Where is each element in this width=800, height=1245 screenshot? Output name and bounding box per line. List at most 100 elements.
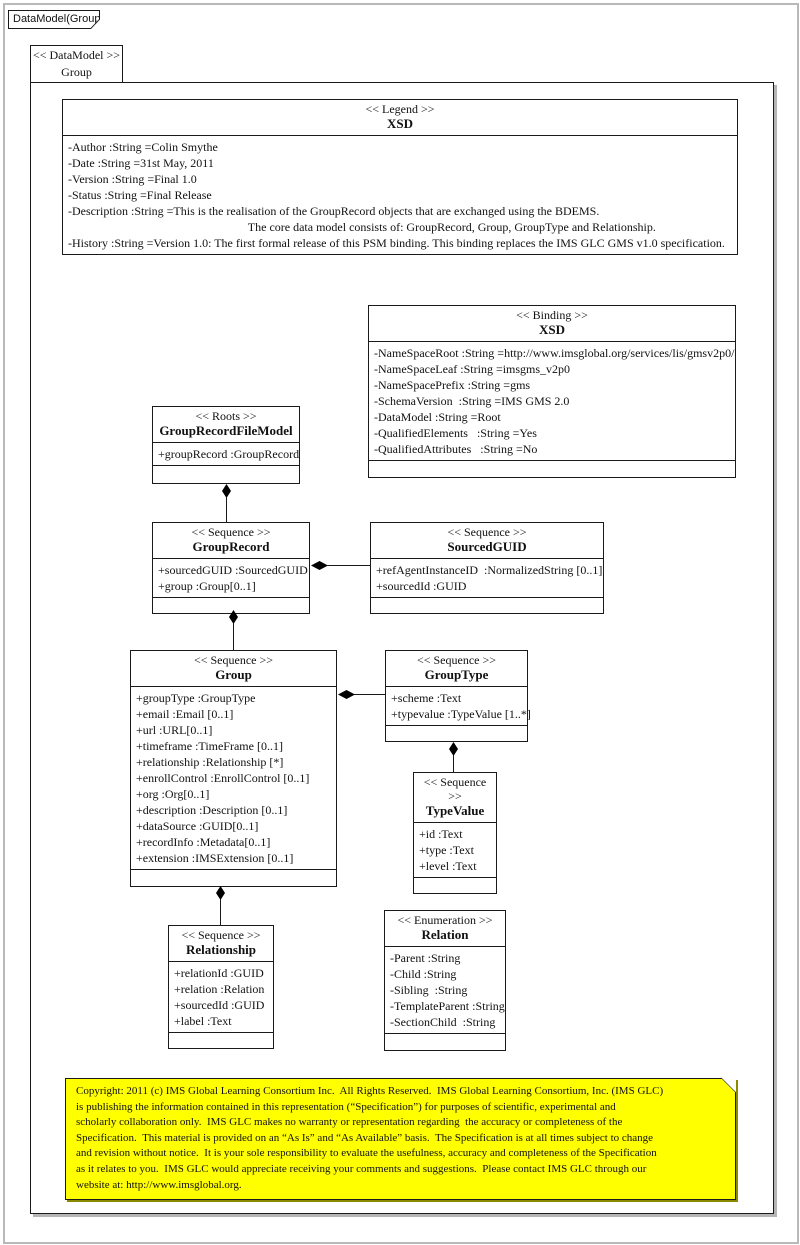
connector-line	[327, 565, 370, 566]
class-stereotype: << Sequence >>	[193, 653, 274, 667]
connector-line	[354, 694, 385, 695]
class-stereotype: << Binding >>	[516, 308, 588, 322]
attribute-line: +relation :Relation	[174, 982, 265, 996]
diagram-tab-label: DataModel(Group)	[9, 11, 99, 28]
attribute-line: -Status :String =Final Release	[68, 188, 212, 202]
attribute-line: The core data model consists of: GroupRe…	[68, 220, 656, 234]
uml-class-group[interactable]: << Sequence >> Group +groupType :GroupTy…	[130, 650, 337, 887]
attribute-line: as it relates to you. IMS GLC would appr…	[76, 1162, 647, 1175]
attribute-line: -QualifiedElements :String =Yes	[374, 426, 537, 440]
composition-diamond-icon	[338, 690, 355, 699]
attribute-line: +description :Description [0..1]	[136, 803, 288, 817]
attribute-line: +dataSource :GUID[0..1]	[136, 819, 259, 833]
uml-class-relation[interactable]: << Enumeration >> Relation -Parent :Stri…	[384, 910, 506, 1051]
attribute-line: +refAgentInstanceID :NormalizedString [0…	[376, 563, 603, 577]
class-header: << Sequence >> SourcedGUID	[371, 523, 603, 558]
frame-name: Group	[61, 65, 92, 79]
class-operations-empty	[386, 725, 527, 741]
class-stereotype: << Sequence >>	[447, 525, 527, 539]
class-operations-empty	[385, 1033, 505, 1050]
class-name: XSD	[538, 322, 565, 337]
class-header: << Sequence >> Relationship	[169, 926, 273, 961]
class-name: TypeValue	[425, 803, 485, 818]
attribute-line: +relationship :Relationship [*]	[136, 755, 284, 769]
attribute-line: -Description :String =This is the realis…	[68, 204, 600, 218]
attribute-line: +extension :IMSExtension [0..1]	[136, 851, 294, 865]
connector-line	[226, 497, 227, 523]
attribute-line: +sourcedId :GUID	[376, 579, 467, 593]
attribute-line: -QualifiedAttributes :String =No	[374, 442, 538, 456]
connector-line	[233, 623, 234, 651]
attribute-line: +url :URL[0..1]	[136, 723, 213, 737]
connector-line	[220, 899, 221, 926]
attribute-line: +enrollControl :EnrollControl [0..1]	[136, 771, 310, 785]
attribute-line: scholarly collaboration only. IMS GLC ma…	[76, 1116, 623, 1129]
uml-class-grouprecord[interactable]: << Sequence >> GroupRecord +sourcedGUID …	[152, 522, 310, 614]
class-operations-empty	[414, 877, 496, 893]
uml-class-sourcedguid[interactable]: << Sequence >> SourcedGUID +refAgentInst…	[370, 522, 604, 614]
diagram-tab[interactable]: DataModel(Group)	[8, 10, 100, 29]
uml-class-typevalue[interactable]: << Sequence >> TypeValue +id :Text+type …	[413, 772, 497, 894]
class-name: Relationship	[185, 942, 257, 957]
class-attributes: +groupRecord :GroupRecord	[153, 442, 299, 465]
attribute-line: +groupRecord :GroupRecord	[158, 447, 300, 461]
class-stereotype: << Sequence >>	[416, 653, 497, 667]
attribute-line: +sourcedGUID :SourcedGUID	[158, 563, 308, 577]
class-attributes: +relationId :GUID+relation :Relation+sou…	[169, 961, 273, 1032]
attribute-line: -NameSpaceLeaf :String =imsgms_v2p0	[374, 362, 571, 376]
class-header: << Legend >> XSD	[63, 100, 737, 135]
composition-diamond-icon	[229, 610, 238, 624]
class-operations-empty	[369, 460, 735, 477]
attribute-line: -Date :String =31st May, 2011	[68, 156, 214, 170]
attribute-line: -Child :String	[390, 967, 457, 981]
attribute-line: +type :Text	[419, 843, 474, 857]
class-header: << Roots >> GroupRecordFileModel	[153, 407, 299, 442]
class-header: << Enumeration >> Relation	[385, 911, 505, 946]
class-operations-empty	[169, 1032, 273, 1048]
class-attributes: +refAgentInstanceID :NormalizedString [0…	[371, 558, 603, 597]
composition-diamond-icon	[216, 886, 225, 900]
class-attributes: -NameSpaceRoot :String =http://www.imsgl…	[369, 341, 735, 460]
composition-diamond-icon	[311, 561, 328, 570]
class-operations-empty	[153, 465, 299, 483]
class-attributes: +sourcedGUID :SourcedGUID +group :Group[0…	[153, 558, 309, 597]
class-attributes: -Parent :String-Child :String-Sibling :S…	[385, 946, 505, 1033]
attribute-line: +sourcedId :GUID	[174, 998, 265, 1012]
connector-line	[453, 755, 454, 773]
attribute-line: -Sibling :String	[390, 983, 468, 997]
uml-class-legend[interactable]: << Legend >> XSD -Author :String =Colin …	[62, 99, 738, 255]
attribute-line: +recordInfo :Metadata[0..1]	[136, 835, 271, 849]
frame-header[interactable]: << DataModel >> Group	[30, 45, 123, 83]
class-header: << Sequence >> GroupType	[386, 651, 527, 686]
attribute-line: +org :Org[0..1]	[136, 787, 210, 801]
copyright-note: Copyright: 2011 (c) IMS Global Learning …	[65, 1078, 736, 1200]
class-stereotype: << Sequence >>	[423, 775, 487, 803]
frame-stereotype: << DataModel >>	[32, 48, 121, 62]
attribute-line: Specification. This material is provided…	[76, 1131, 654, 1144]
attribute-line: -NameSpaceRoot :String =http://www.imsgl…	[374, 346, 735, 360]
class-attributes: -Author :String =Colin Smythe -Date :Stri…	[63, 135, 737, 254]
attribute-line: +scheme :Text	[391, 691, 462, 705]
composition-diamond-icon	[222, 484, 231, 498]
class-name: XSD	[386, 116, 413, 131]
attribute-line: -History :String =Version 1.0: The first…	[68, 236, 725, 250]
class-attributes: +id :Text+type :Text+level :Text	[414, 822, 496, 877]
attribute-line: -NameSpacePrefix :String =gms	[374, 378, 531, 392]
attribute-line: +timeframe :TimeFrame [0..1]	[136, 739, 283, 753]
page-border	[3, 3, 799, 1244]
class-stereotype: << Enumeration >>	[397, 913, 493, 927]
class-name: SourcedGUID	[447, 539, 527, 554]
class-name: GroupType	[424, 667, 489, 682]
attribute-line: -Author :String =Colin Smythe	[68, 140, 218, 154]
attribute-line: website at: http://www.imsglobal.org.	[76, 1178, 242, 1191]
attribute-line: +label :Text	[174, 1014, 232, 1028]
uml-class-relationship[interactable]: << Sequence >> Relationship +relationId …	[168, 925, 274, 1049]
attribute-line: +groupType :GroupType	[136, 691, 256, 705]
uml-class-grouptype[interactable]: << Sequence >> GroupType +scheme :Text+t…	[385, 650, 531, 742]
class-name: Relation	[421, 927, 469, 942]
uml-class-grouprecordfilemodel[interactable]: << Roots >> GroupRecordFileModel +groupR…	[152, 406, 300, 484]
class-stereotype: << Sequence >>	[191, 525, 271, 539]
attribute-line: +group :Group[0..1]	[158, 579, 256, 593]
uml-class-binding[interactable]: << Binding >> XSD -NameSpaceRoot :String…	[368, 305, 736, 478]
class-operations-empty	[371, 597, 603, 613]
